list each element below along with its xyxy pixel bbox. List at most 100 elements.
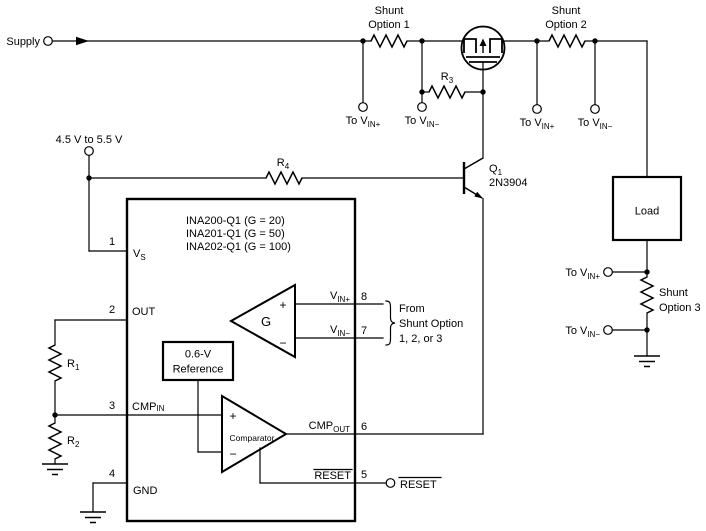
supply-rail: Supply	[6, 36, 648, 178]
junction-dot	[592, 38, 598, 44]
tap-terminal	[603, 267, 613, 277]
pin-3-cmpin: 3 CMPIN	[54, 400, 223, 416]
shunt-option-1-resistor: Shunt Option 1	[368, 5, 410, 49]
r3-resistor: R3	[421, 71, 484, 100]
reference-box: 0.6-V Reference	[161, 340, 235, 453]
pin3-number: 3	[109, 400, 115, 412]
ina-ic-box	[125, 197, 357, 523]
amp-plus-sign: +	[279, 298, 286, 312]
shunt3-label-line2: Option 3	[659, 302, 701, 314]
pin6-name: CMPOUT	[309, 420, 350, 434]
resistor-zigzag	[428, 84, 466, 100]
comparator-label: Comparator	[230, 433, 275, 443]
pin1-number: 1	[109, 236, 115, 248]
ground-icon	[634, 355, 660, 368]
load-label: Load	[635, 206, 659, 218]
pin7-name: VIN−	[330, 324, 350, 338]
load-rect	[611, 175, 683, 242]
tap-terminal	[417, 102, 427, 112]
ic-variant-2: INA201-Q1 (G = 50)	[186, 228, 285, 240]
r3-label: R3	[441, 71, 454, 85]
to-vin-plus-label: To VIN+	[346, 115, 381, 129]
pin-6-cmpout: CMPOUT 6	[285, 420, 484, 435]
ic-variant-list: INA200-Q1 (G = 20) INA201-Q1 (G = 50) IN…	[186, 215, 291, 253]
pin2-name: OUT	[132, 306, 156, 318]
resistor-zigzag	[47, 422, 63, 460]
pin5-name: RESET	[314, 470, 351, 482]
comparator-plus-sign: +	[229, 409, 236, 423]
r2-label: R2	[67, 435, 80, 449]
ic-variant-1: INA200-Q1 (G = 20)	[186, 215, 285, 227]
pin8-number: 8	[361, 291, 367, 303]
pin-1-vs: 1 VS	[109, 236, 146, 262]
amp-gain-label: G	[261, 314, 271, 329]
comparator: + Comparator −	[221, 394, 288, 474]
pin-8-vinp: VIN+ 8	[294, 290, 384, 305]
junction-dot	[52, 412, 58, 418]
q1-transistor: Q1 2N3904	[462, 157, 528, 435]
resistor-zigzag	[370, 33, 408, 49]
ground-icon	[42, 463, 68, 476]
ground-icon	[80, 511, 106, 524]
load-box: Load	[611, 175, 683, 242]
current-arrow-icon	[76, 36, 89, 46]
to-vin-plus-label: To VIN+	[565, 267, 600, 281]
vcc-label: 4.5 V to 5.5 V	[56, 134, 123, 146]
to-vin-plus-label: To VIN+	[520, 117, 555, 131]
r4-resistor: R4	[88, 157, 465, 186]
resistor-zigzag	[639, 276, 655, 314]
reference-rect	[161, 340, 235, 382]
mosfet-arrow-icon	[479, 38, 487, 46]
junction-dot	[86, 175, 92, 181]
q1-label: Q1	[489, 163, 503, 177]
resistor-zigzag	[265, 170, 303, 186]
resistor-zigzag	[47, 344, 63, 382]
pin4-name: GND	[133, 485, 158, 497]
pin3-name: CMPIN	[132, 401, 165, 413]
vcc-branch: 4.5 V to 5.5 V	[56, 134, 128, 252]
reference-line1: 0.6-V	[185, 349, 212, 361]
reference-line2: Reference	[173, 364, 224, 376]
pin6-number: 6	[361, 421, 367, 433]
shunt3-label-line1: Shunt	[659, 287, 688, 299]
tap-terminal	[590, 104, 600, 114]
mosfet-drain-contact	[489, 38, 503, 53]
amp-minus-sign: −	[279, 336, 286, 350]
gain-amplifier: + G −	[228, 283, 296, 359]
pin-7-vinm: VIN− 7	[294, 324, 384, 339]
amp-triangle	[228, 283, 296, 359]
junction-dots	[52, 38, 650, 418]
mosfet-source-contact	[463, 38, 477, 53]
shunt1-label-line2: Option 1	[368, 19, 410, 31]
r4-label: R4	[277, 157, 290, 171]
shunt-option-3-branch: To VIN+ Shunt Option 3 To VIN−	[565, 239, 701, 368]
from-shunt-line3: 1, 2, or 3	[399, 333, 442, 345]
junction-dot	[419, 89, 425, 95]
from-shunt-line2: Shunt Option	[399, 318, 463, 330]
supply-label: Supply	[6, 36, 40, 48]
brace-icon	[385, 300, 396, 346]
comparator-minus-sign: −	[229, 447, 236, 461]
from-shunt-line1: From	[399, 303, 425, 315]
junction-dot	[480, 89, 486, 95]
pin7-number: 7	[361, 325, 367, 337]
junction-dot	[360, 38, 366, 44]
reset-terminal	[385, 478, 396, 488]
npn-collector	[463, 157, 484, 170]
r1-resistor: R1	[47, 319, 80, 424]
q1-part-label: 2N3904	[489, 177, 528, 189]
pin4-number: 4	[109, 468, 115, 480]
supply-terminal	[43, 36, 53, 46]
junction-dot	[534, 38, 540, 44]
shunt-option-2-resistor: Shunt Option 2	[545, 5, 587, 49]
to-vin-minus-label: To VIN−	[405, 115, 440, 129]
from-shunt-annotation: From Shunt Option 1, 2, or 3	[385, 300, 463, 346]
shunt2-label-line2: Option 2	[545, 19, 587, 31]
shunt1-label-line1: Shunt	[375, 5, 404, 17]
pin8-name: VIN+	[330, 290, 350, 304]
pin-5-reset: RESET 5 RESET	[259, 447, 442, 491]
pin-4-gnd: 4 GND	[80, 468, 158, 524]
tap-terminal	[603, 325, 613, 335]
resistor-zigzag	[548, 33, 586, 49]
